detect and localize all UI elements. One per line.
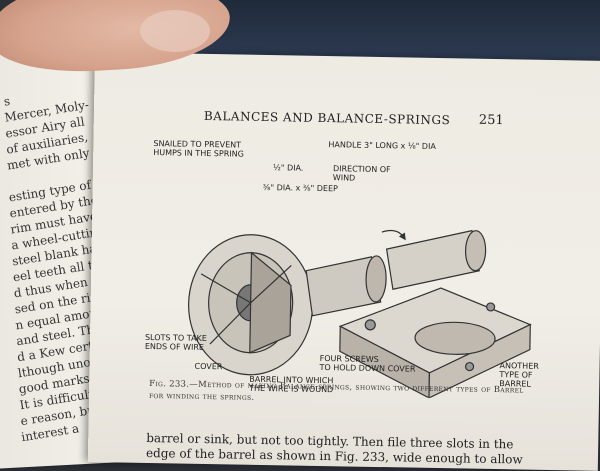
- label-half-dia: ½" DIA.: [272, 163, 304, 173]
- running-head: BALANCES AND BALANCE-SPRINGS: [203, 108, 451, 128]
- label-direction: DIRECTION OF WIND: [332, 164, 391, 183]
- figure-illustration: SNAILED TO PREVENT HUMPS IN THE SPRING ½…: [139, 133, 543, 400]
- handle-body: [385, 229, 480, 290]
- wheel-cutaway: [249, 251, 292, 354]
- handle-end: [464, 230, 487, 272]
- label-snailed: SNAILED TO PREVENT HUMPS IN THE SPRING: [153, 139, 244, 159]
- thumbnail-nail: [140, 10, 210, 52]
- screw-3: [464, 361, 475, 372]
- direction-arrow: [381, 229, 406, 241]
- screw-1: [364, 319, 376, 331]
- block-front: [428, 323, 531, 399]
- background-jeans: [180, 0, 600, 60]
- right-page: BALANCES AND BALANCE-SPRINGS 251: [87, 52, 600, 471]
- label-handle: HANDLE 3" LONG x ⅛" DIA: [328, 140, 436, 151]
- wheel-spokes: [200, 265, 292, 345]
- label-three-eighths: ⅜" DIA. x ⅜" DEEP: [262, 182, 338, 194]
- screw-2: [486, 302, 496, 312]
- right-barrel: [414, 321, 496, 355]
- mechanism-drawing: [188, 229, 532, 399]
- shaft-end: [365, 255, 387, 303]
- label-four-screws: FOUR SCREWS TO HOLD DOWN COVER: [319, 353, 416, 374]
- body-text: barrel or sink, but not too tightly. The…: [146, 431, 536, 468]
- label-slots: SLOTS TO TAKE ENDS OF WIRE: [144, 332, 207, 352]
- shaft-left: [305, 256, 382, 317]
- page-number: 251: [478, 112, 504, 129]
- label-cover: COVER: [194, 361, 223, 372]
